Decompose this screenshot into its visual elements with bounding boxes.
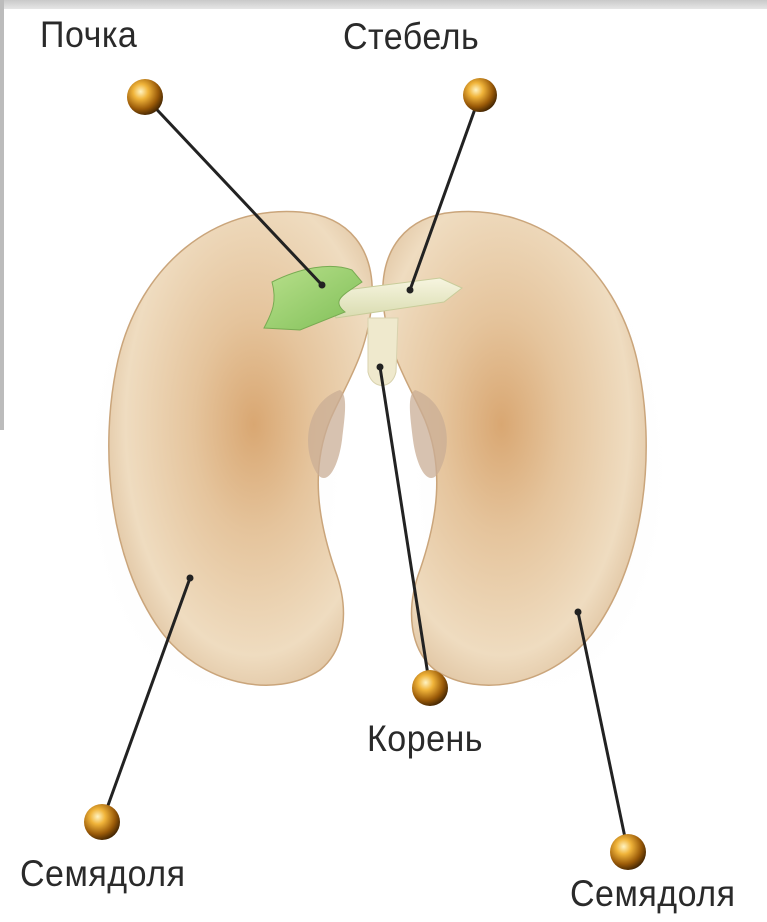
anchor-dot-cotyledon-left bbox=[187, 575, 194, 582]
label-bud: Почка bbox=[40, 14, 137, 56]
anchor-dot-stem bbox=[407, 287, 414, 294]
label-root: Корень bbox=[367, 718, 483, 760]
pin-root bbox=[412, 670, 448, 706]
root-shape bbox=[368, 318, 398, 386]
anchor-dot-cotyledon-right bbox=[575, 609, 582, 616]
pin-stem bbox=[463, 78, 497, 112]
pin-cotyledon-right bbox=[610, 834, 646, 870]
label-cotyledon-left: Семядоля bbox=[20, 853, 186, 895]
label-cotyledon-right: Семядоля bbox=[570, 873, 736, 915]
pin-bud bbox=[127, 79, 163, 115]
pin-cotyledon-left bbox=[84, 804, 120, 840]
label-stem: Стебель bbox=[343, 16, 479, 58]
anchor-dot-bud bbox=[319, 282, 326, 289]
anchor-dot-root bbox=[377, 364, 384, 371]
